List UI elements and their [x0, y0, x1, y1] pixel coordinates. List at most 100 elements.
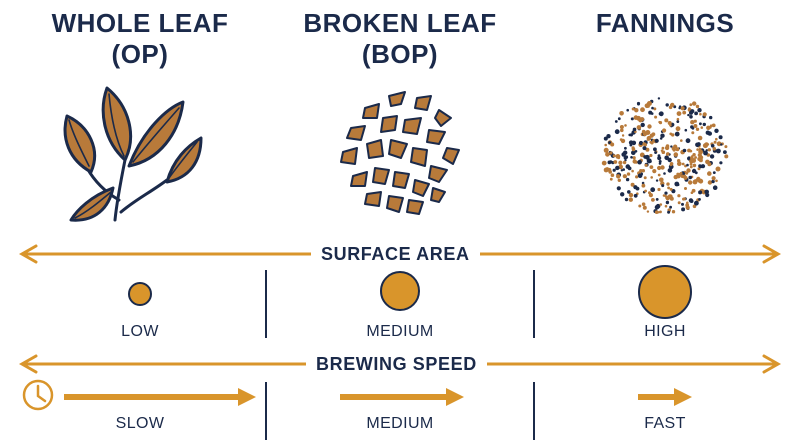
fannings-particle [603, 147, 609, 153]
surface-level-high: HIGH [644, 323, 686, 340]
fannings-particle [666, 152, 670, 156]
fannings-particle [641, 183, 646, 188]
fannings-particle [615, 154, 621, 159]
fannings-particle [667, 194, 673, 200]
fannings-particle [640, 117, 645, 122]
fannings-particle [693, 119, 697, 123]
fannings-particle [680, 174, 685, 179]
fannings-particle [649, 133, 654, 138]
fannings-particle [626, 108, 629, 112]
fannings-particle [654, 115, 658, 119]
fannings-particle [720, 143, 723, 146]
fannings-particle [659, 203, 663, 206]
fannings-particle [631, 169, 634, 173]
fannings-particle [702, 112, 707, 117]
fannings-particle [676, 120, 680, 123]
fannings-particle [698, 190, 703, 195]
fannings-particle [696, 142, 701, 147]
fannings-particle [686, 163, 689, 167]
fannings-particle [658, 121, 663, 125]
fannings-particle [637, 159, 642, 165]
broken-leaf-title: BROKEN LEAF (BOP) [280, 8, 520, 70]
fannings-particle [694, 200, 699, 206]
fannings-particle [625, 177, 630, 182]
fannings-particle [680, 139, 683, 142]
fannings-particle [712, 171, 716, 174]
fannings-particle [711, 176, 716, 181]
fannings-particle [689, 159, 694, 164]
fannings-particle [620, 128, 624, 133]
surface-area-label: SURFACE AREA [311, 243, 480, 265]
fannings-particle [647, 124, 652, 129]
fannings-particle [698, 198, 701, 201]
fannings-particle [667, 210, 671, 214]
fannings-particle [651, 198, 655, 202]
fannings-particle [669, 187, 673, 191]
fannings-particle [677, 161, 682, 166]
fannings-particle [705, 192, 710, 198]
fannings-particle [682, 110, 687, 115]
fannings-particle [690, 191, 694, 194]
fannings-particle [620, 169, 624, 172]
medium-speed-arrow [340, 388, 464, 406]
fannings-particle [650, 176, 653, 179]
fannings-particle [711, 123, 716, 128]
fannings-particle [636, 101, 641, 106]
fannings-particle [642, 131, 648, 137]
fannings-particle [657, 97, 661, 100]
fannings-particle [688, 180, 693, 185]
fannings-particle [630, 156, 633, 159]
fannings-particle [631, 147, 636, 152]
fannings-particle [634, 160, 638, 164]
fannings-particle [689, 103, 693, 107]
speed-level-slow: SLOW [115, 415, 165, 432]
fannings-particle [612, 168, 616, 172]
fannings-particle [712, 185, 718, 190]
fannings-particle [715, 137, 718, 141]
fannings-particle [674, 131, 680, 137]
fannings-particle [604, 143, 607, 147]
fannings-particle [714, 128, 719, 133]
fannings-particle [695, 127, 700, 131]
fannings-particle [632, 127, 637, 132]
fannings-particle [711, 179, 715, 184]
speed-level-medium: MEDIUM [366, 415, 434, 432]
fannings-particle [689, 110, 693, 115]
fannings-particle [624, 146, 627, 150]
fannings-particle [609, 160, 613, 164]
fannings-particle [642, 146, 647, 151]
fannings-particle [692, 153, 696, 157]
fannings-particle [648, 193, 653, 198]
fannings-particle [657, 165, 662, 171]
fannings-particle [664, 191, 668, 195]
slow-speed-arrow [64, 388, 256, 406]
fannings-particle [671, 133, 675, 137]
fannings-particle [601, 160, 607, 166]
fannings-particle [659, 177, 664, 183]
fannings-particle [617, 117, 621, 121]
fannings-particle [612, 154, 616, 158]
fannings-particle [691, 131, 695, 135]
fannings-particle [640, 122, 645, 128]
fannings-particle [624, 155, 629, 159]
fannings-particle [676, 117, 680, 121]
fannings-particle [702, 122, 706, 127]
fannings-particle [689, 162, 693, 166]
fannings-particle [641, 202, 646, 206]
fannings-particle [697, 135, 703, 141]
fannings-particle [641, 169, 645, 173]
fannings-particle [661, 184, 665, 188]
fannings-particle [624, 159, 627, 162]
fannings-particle [707, 148, 711, 152]
fannings-particle [637, 173, 643, 178]
fannings-particle [690, 120, 695, 125]
fannings-particle [698, 147, 702, 151]
fannings-particle [688, 198, 694, 203]
fannings-particles-icon [601, 97, 729, 214]
fannings-particle [696, 148, 699, 151]
fannings-particle [650, 187, 656, 193]
fannings-particle [681, 162, 685, 166]
fannings-particle [684, 164, 687, 168]
fannings-particle [661, 146, 665, 150]
fannings-particle [619, 125, 624, 129]
